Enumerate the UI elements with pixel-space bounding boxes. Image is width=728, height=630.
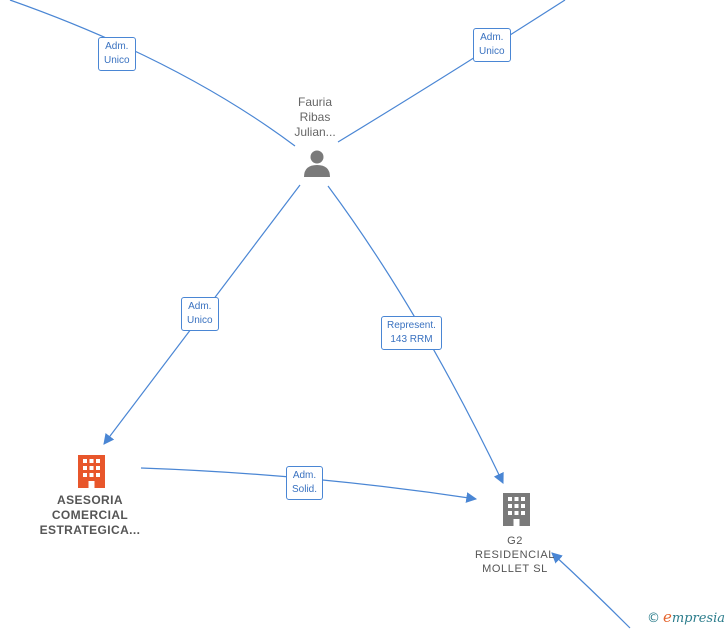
company-node-label[interactable]: ASESORIA COMERCIAL ESTRATEGICA... [39,493,141,537]
brand-logo-text: mpresia [671,611,725,626]
edge-incoming-g2 [551,552,631,629]
edge-label: Adm. Solid. [286,466,324,500]
edge-label: Represent. 143 RRM [381,316,442,350]
edge-label: Adm. Unico [181,297,219,331]
edge-label: Adm. Unico [473,28,511,62]
brand-logo-initial: e [662,608,672,626]
edge-top-left [9,0,296,147]
person-node-label[interactable]: Fauria Ribas Julian... [294,95,336,139]
copyright-icon: © [646,611,660,626]
building-icon[interactable] [78,455,105,488]
edge-label: Adm. Unico [98,37,136,71]
edge-top-right [337,0,566,143]
company-node-label[interactable]: G2 RESIDENCIAL MOLLET SL [475,535,555,575]
brand-watermark: ©empresia [647,608,725,626]
person-icon[interactable] [304,150,330,178]
building-icon[interactable] [503,493,530,526]
